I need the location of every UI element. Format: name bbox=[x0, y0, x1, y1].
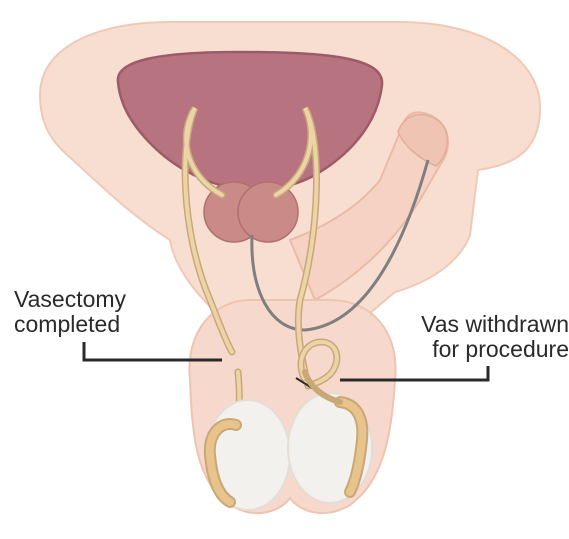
label-line: completed bbox=[14, 312, 126, 337]
vas-withdrawn-label: Vas withdrawn for procedure bbox=[421, 312, 569, 362]
label-line: Vasectomy bbox=[14, 287, 126, 312]
prostate-right bbox=[238, 182, 298, 242]
vasectomy-completed-label: Vasectomy completed bbox=[14, 287, 126, 337]
label-line: Vas withdrawn bbox=[421, 312, 569, 337]
label-line: for procedure bbox=[421, 337, 569, 362]
